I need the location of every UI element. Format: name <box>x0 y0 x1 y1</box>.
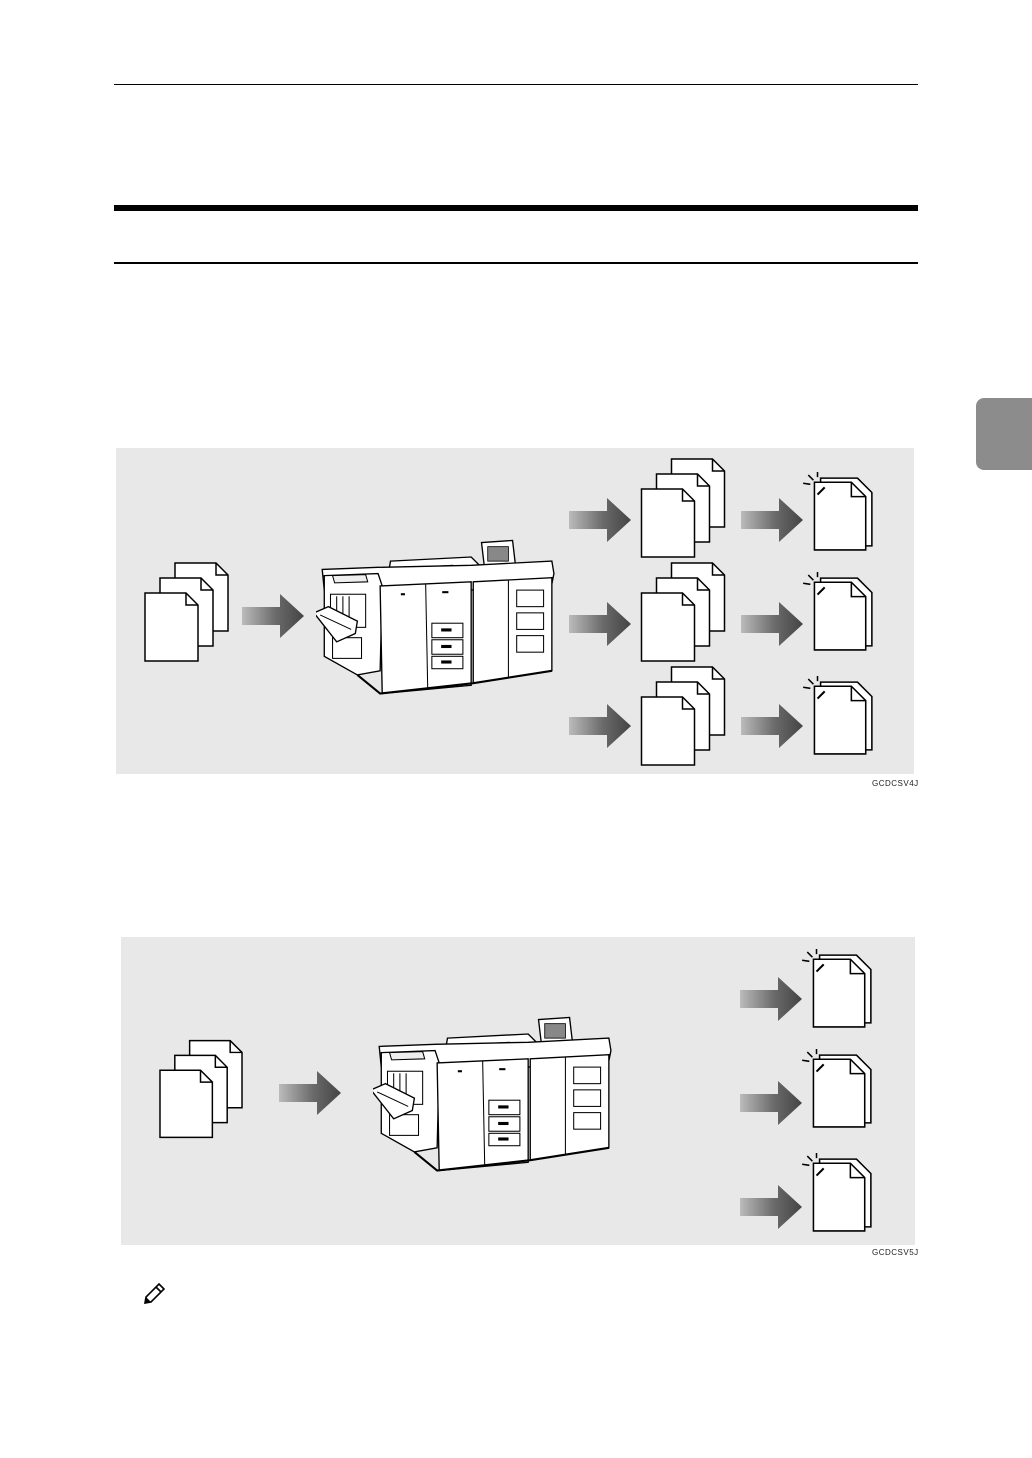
figure-stack-output <box>121 937 915 1245</box>
title-rule-thin <box>114 262 918 264</box>
figure-code: GCDCSV5J <box>872 1248 919 1257</box>
figure-sort-output <box>116 448 914 774</box>
header-rule <box>114 84 918 85</box>
pencil-note-icon <box>142 1282 166 1306</box>
figure-code: GCDCSV4J <box>872 779 919 788</box>
chapter-tab[interactable] <box>976 398 1032 470</box>
title-rule-thick <box>114 205 918 211</box>
